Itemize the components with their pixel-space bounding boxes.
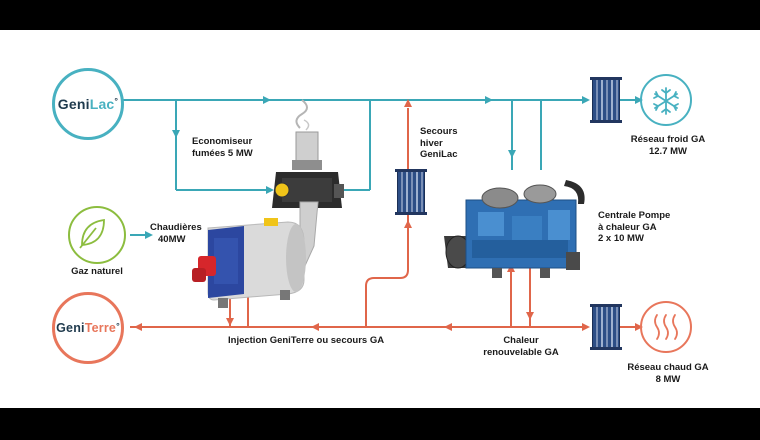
economiseur-label: Economiseur fumées 5 MW (192, 136, 253, 159)
reseau-chaud-label: Réseau chaud GA 8 MW (627, 362, 709, 385)
chaleur-label: Chaleur renouvelable GA (483, 335, 559, 358)
injection-label: Injection GeniTerre ou secours GA (228, 335, 385, 346)
flow-lines (79, 87, 679, 340)
heat-exchanger-cold (590, 77, 622, 123)
genilac-logo-text: GeniLac° (57, 96, 119, 112)
economizer-icon (272, 99, 344, 208)
reseau-froid-label: Réseau froid GA 12.7 MW (630, 134, 706, 157)
hot-network-circle (640, 301, 692, 353)
secours-label: Secours hiver GeniLac (420, 126, 458, 160)
gaz-label: Gaz naturel (71, 266, 123, 277)
heat-pump-icon (444, 180, 585, 278)
centrale-label: Centrale Pompe à chaleur GA 2 x 10 MW (598, 210, 671, 244)
boiler-icon (192, 201, 319, 308)
geniterre-logo: GeniTerre° (52, 292, 124, 364)
genilac-logo: GeniLac° (52, 68, 124, 140)
diagram-canvas: GeniLac° GeniTerre° Economiseur fumées 5… (0, 30, 760, 408)
gas-circle (68, 206, 126, 264)
cold-network-circle (640, 74, 692, 126)
geniterre-logo-text: GeniTerre° (56, 321, 120, 335)
heat-exchanger-hot (590, 304, 622, 350)
chaudieres-label: Chaudières 40MW (150, 222, 202, 245)
heat-exchanger-secours (395, 169, 427, 215)
genilac-supply-lines (120, 99, 640, 236)
